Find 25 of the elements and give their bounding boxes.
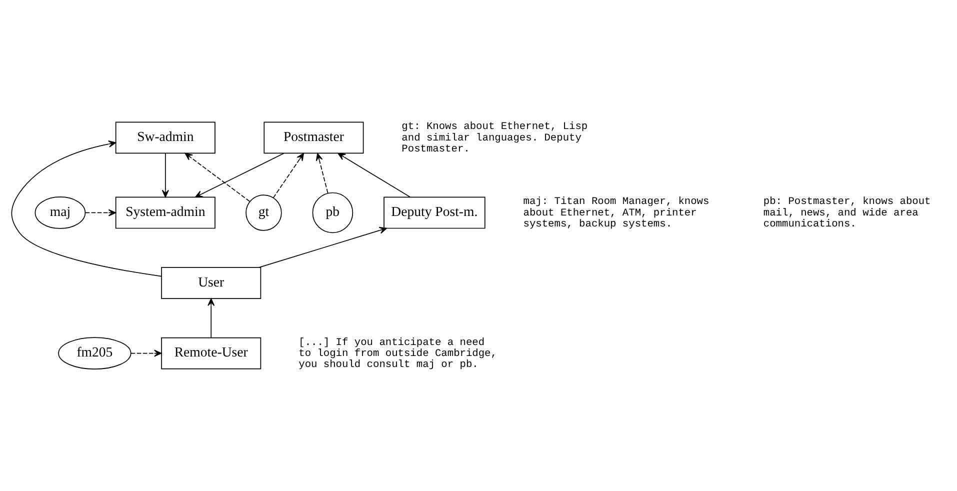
node-box: Remote-User [161, 337, 262, 370]
node-ellipse: maj [34, 196, 86, 229]
node-box: Sw-admin [115, 122, 216, 154]
node-box: Postmaster [264, 122, 364, 154]
label: pb: Postmaster, knows about mail, news, and wide area communications. [763, 196, 931, 231]
arrow [184, 152, 250, 202]
node-ellipse: fm205 [58, 337, 132, 370]
arrow [162, 152, 169, 198]
node-circle: pb [312, 192, 354, 234]
node-box: System-admin [115, 196, 216, 229]
arrow [130, 350, 162, 357]
arrow [84, 209, 116, 216]
node-box: User [161, 267, 262, 299]
arrow [208, 298, 215, 338]
label: [...] If you anticipate a need to login from outside Cambridge, you should consult maj or pb. [298, 336, 497, 372]
arrow [195, 152, 284, 198]
label: gt: Knows about Ethernet, Lisp and similar languages. Deputy Postmaster. [402, 121, 588, 156]
node-box: Deputy Post-m. [384, 196, 486, 229]
node-circle: gt [246, 194, 282, 231]
arrow [338, 152, 410, 198]
label: maj: Titan Room Manager, knows about Ethernet, ATM, printer systems, backup systems. [523, 196, 710, 231]
arrow [272, 152, 304, 198]
arrow [316, 153, 328, 194]
arrow [258, 226, 388, 268]
arrow [11, 140, 162, 277]
